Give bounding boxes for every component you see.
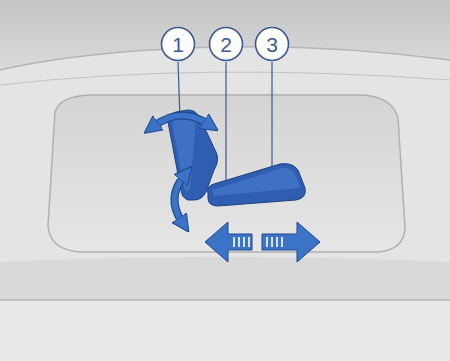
leader-line	[271, 62, 272, 172]
recline-arrow	[154, 115, 208, 126]
backward-arrow	[205, 222, 252, 262]
callout-circle: 2	[208, 26, 244, 62]
trim-line	[0, 72, 450, 85]
cushion-switch	[208, 164, 306, 206]
tilt-arrow	[174, 176, 184, 222]
callout-circle-shape	[162, 28, 195, 61]
callout-circle: 3	[254, 26, 290, 62]
leader-line	[178, 62, 180, 118]
floor-trim	[0, 301, 450, 361]
callout-number: 3	[266, 34, 278, 55]
tilt-arrow-outline	[174, 176, 184, 222]
forward-arrow	[262, 222, 320, 262]
trim-line	[0, 299, 450, 301]
callout-number: 2	[220, 34, 232, 55]
callout-circle-shape	[256, 28, 289, 61]
fore-aft-arrows	[205, 222, 320, 262]
leader-line	[225, 62, 226, 190]
callout-circle-shape	[210, 28, 243, 61]
callout-circle: 1	[160, 26, 196, 62]
arrow-stripes	[234, 237, 282, 247]
callout-number: 1	[172, 34, 184, 55]
upper-trim	[0, 0, 450, 70]
recline-arrow-outline	[154, 115, 208, 126]
lower-trim	[0, 257, 450, 300]
cushion-switch-face	[212, 168, 300, 196]
